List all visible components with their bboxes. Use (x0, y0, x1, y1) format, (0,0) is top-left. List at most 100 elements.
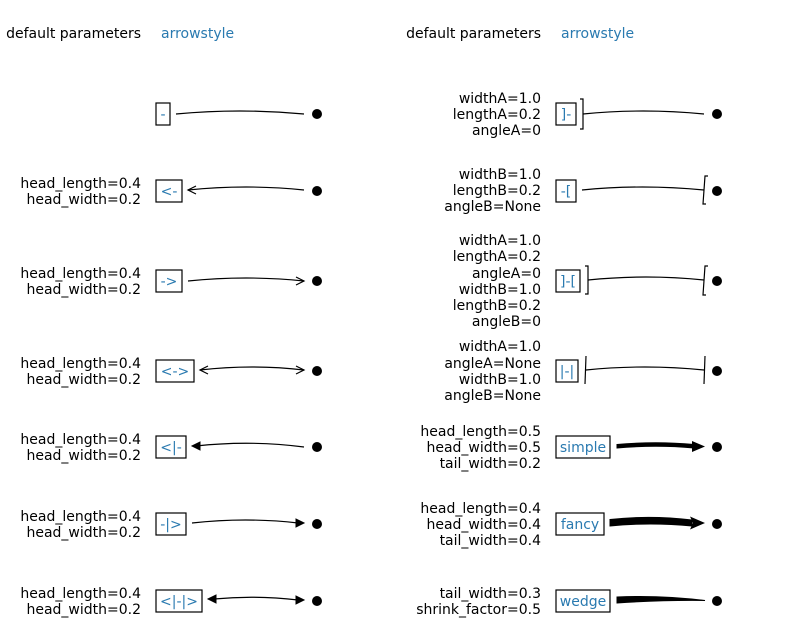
arrow-body (616, 595, 706, 604)
arrow-head-start (190, 441, 201, 451)
param-line: widthA=1.0 (459, 233, 541, 249)
arrow-head-end (692, 441, 705, 452)
param-line: head_width=0.5 (426, 440, 541, 456)
style-label-box (555, 179, 577, 203)
param-line: head_width=0.2 (26, 602, 141, 618)
arrow-path (582, 110, 705, 115)
style-label: -|> (160, 517, 182, 533)
arrow-head-start (186, 185, 197, 195)
param-line: head_width=0.2 (26, 525, 141, 541)
arrow-row-right-arrow: head_length=0.4 head_width=0.2 -> (20, 266, 322, 298)
param-line: lengthA=0.2 (453, 249, 541, 265)
style-label: |-| (560, 364, 575, 380)
param-line: lengthB=0.2 (453, 183, 541, 199)
param-line: angleB=None (444, 199, 541, 215)
param-line: head_length=0.4 (20, 266, 141, 282)
style-label: <|- (160, 440, 182, 456)
style-label-box (555, 435, 611, 459)
arrow-path (585, 366, 705, 371)
param-line: tail_width=0.2 (440, 456, 541, 472)
arrow-path (195, 442, 305, 448)
bar-end (703, 355, 706, 385)
style-label-box (555, 102, 577, 126)
arrow-row-wedge: tail_width=0.3 shrink_factor=0.5 wedge (416, 586, 722, 618)
arrow-path (587, 276, 705, 281)
end-dot (312, 109, 322, 119)
arrow-head-start (198, 365, 209, 375)
param-line: tail_width=0.4 (440, 533, 542, 549)
arrow-row-dash: - (155, 102, 322, 126)
param-line: widthB=1.0 (459, 282, 541, 298)
end-dot (312, 276, 322, 286)
param-line: head_width=0.2 (26, 192, 141, 208)
arrow-path (187, 277, 305, 282)
arrow-path (581, 186, 705, 191)
arrow-head-end (295, 518, 306, 528)
bracket-start (580, 98, 584, 130)
arrow-body (616, 442, 695, 449)
style-label-box (155, 512, 187, 536)
param-line: angleB=None (444, 388, 541, 404)
style-label: simple (560, 440, 606, 456)
header-style-right: arrowstyle (561, 26, 634, 42)
param-line: head_length=0.4 (20, 356, 141, 372)
end-dot (712, 519, 722, 529)
arrow-row-filled-left: head_length=0.4 head_width=0.2 <|- (20, 432, 322, 464)
arrow-row-bracket-a: widthA=1.0 lengthA=0.2 angleA=0 ]- (453, 91, 722, 139)
param-line: widthA=1.0 (459, 339, 541, 355)
param-line: widthB=1.0 (459, 167, 541, 183)
arrow-path (213, 596, 299, 601)
arrow-row-bracket-ab: widthA=1.0 lengthA=0.2 angleA=0 widthB=1… (453, 233, 722, 330)
arrow-head-end (295, 276, 306, 286)
arrow-head-end (295, 595, 306, 605)
param-line: tail_width=0.3 (440, 586, 541, 602)
arrow-path (199, 366, 305, 371)
arrow-row-simple: head_length=0.5 head_width=0.5 tail_widt… (420, 424, 722, 472)
arrow-body (609, 516, 693, 527)
style-label: wedge (560, 594, 606, 610)
arrow-row-filled-right: head_length=0.4 head_width=0.2 -|> (20, 509, 322, 541)
arrow-path (175, 110, 305, 115)
end-dot (712, 596, 722, 606)
param-line: angleA=None (444, 356, 541, 372)
style-label-box (555, 269, 581, 293)
end-dot (712, 186, 722, 196)
header-params-left: default parameters (6, 26, 141, 42)
param-line: head_length=0.4 (20, 432, 141, 448)
arrow-row-bracket-b: widthB=1.0 lengthB=0.2 angleB=None -[ (444, 167, 722, 215)
style-label-box (155, 435, 187, 459)
param-line: lengthB=0.2 (453, 298, 541, 314)
param-line: angleA=0 (472, 266, 541, 282)
bar-start (584, 355, 587, 385)
end-dot (712, 442, 722, 452)
style-label: ]-[ (560, 274, 576, 290)
param-line: head_length=0.4 (420, 501, 541, 517)
end-dot (312, 519, 322, 529)
style-label: <-> (161, 364, 190, 380)
param-line: shrink_factor=0.5 (416, 602, 541, 618)
arrow-row-double-arrow: head_length=0.4 head_width=0.2 <-> (20, 356, 322, 388)
arrow-row-fancy: head_length=0.4 head_width=0.4 tail_widt… (420, 501, 722, 549)
style-label: ]- (561, 107, 572, 123)
style-label-box (555, 512, 605, 536)
arrow-head-end (295, 365, 306, 375)
bracket-start (585, 265, 589, 295)
style-label: <- (161, 184, 178, 200)
style-label: - (160, 107, 165, 123)
end-dot (312, 186, 322, 196)
arrow-row-bar: widthA=1.0 angleA=None widthB=1.0 angleB… (444, 339, 722, 404)
arrow-path (187, 186, 305, 191)
style-label: -[ (561, 184, 572, 200)
arrow-row-left-arrow: head_length=0.4 head_width=0.2 <- (20, 176, 322, 208)
param-line: head_width=0.2 (26, 448, 141, 464)
param-line: angleA=0 (472, 123, 541, 139)
param-line: head_width=0.2 (26, 282, 141, 298)
style-label: <|-|> (160, 594, 198, 610)
style-label-box (155, 102, 171, 126)
end-dot (312, 366, 322, 376)
style-label-box (155, 179, 183, 203)
style-label: -> (161, 274, 178, 290)
arrow-row-filled-double: head_length=0.4 head_width=0.2 <|-|> (20, 586, 322, 618)
style-label-box (155, 359, 195, 383)
